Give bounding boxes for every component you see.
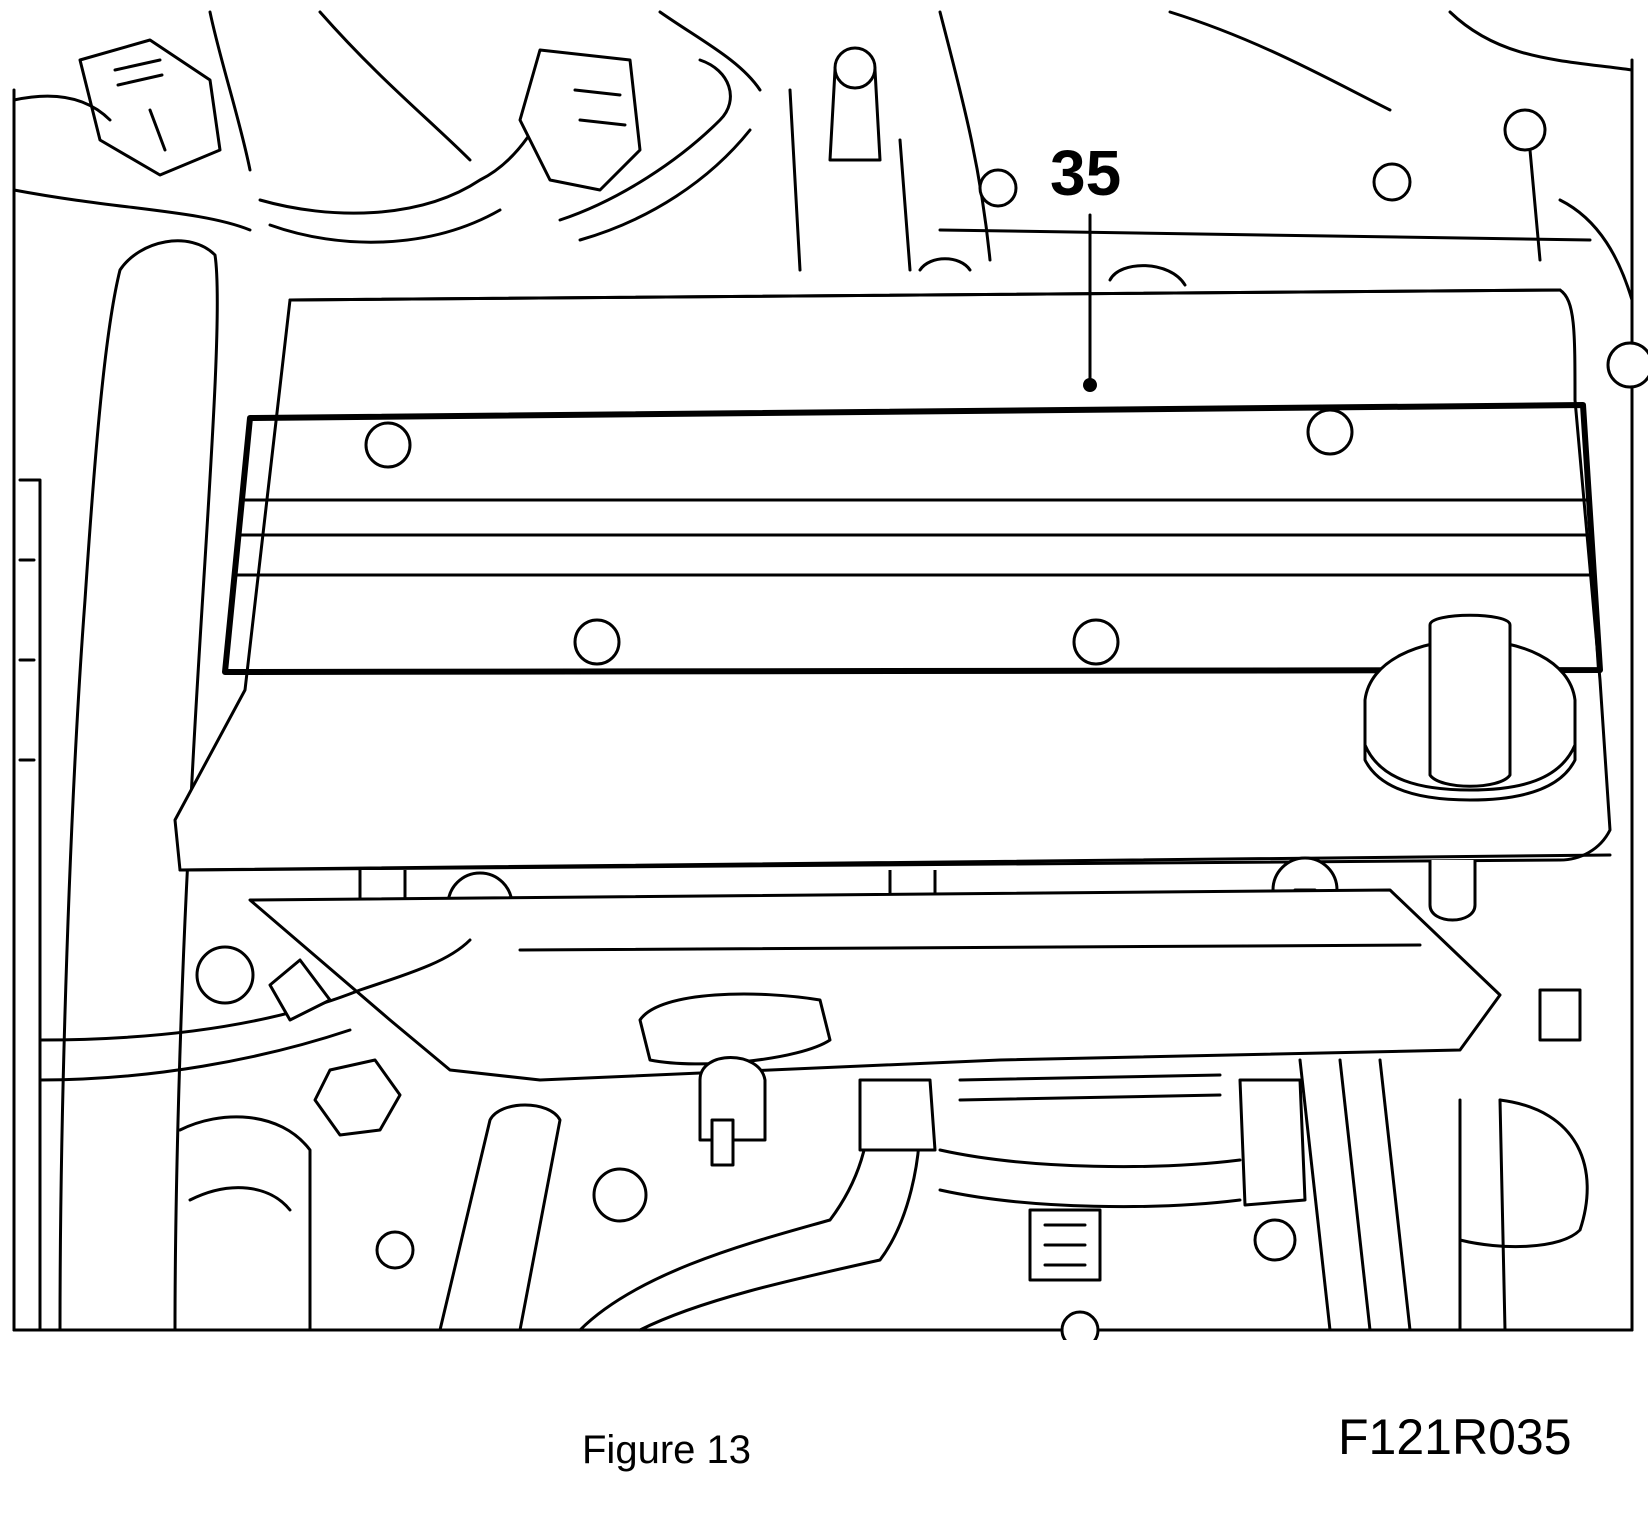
engine-illustration: 35 [12, 10, 1648, 1340]
figure-code: F121R035 [1338, 1409, 1572, 1465]
callout-label-35: 35 [1050, 137, 1121, 209]
oil-filler-cap [1363, 613, 1577, 802]
lower-hoses [38, 938, 1589, 1340]
lower-bracket [248, 888, 1502, 1167]
intake-hose [58, 239, 219, 1332]
valve-cover [173, 213, 1612, 872]
figure-caption: Figure 13 [582, 1428, 751, 1472]
background-engine-parts [12, 10, 1648, 1332]
